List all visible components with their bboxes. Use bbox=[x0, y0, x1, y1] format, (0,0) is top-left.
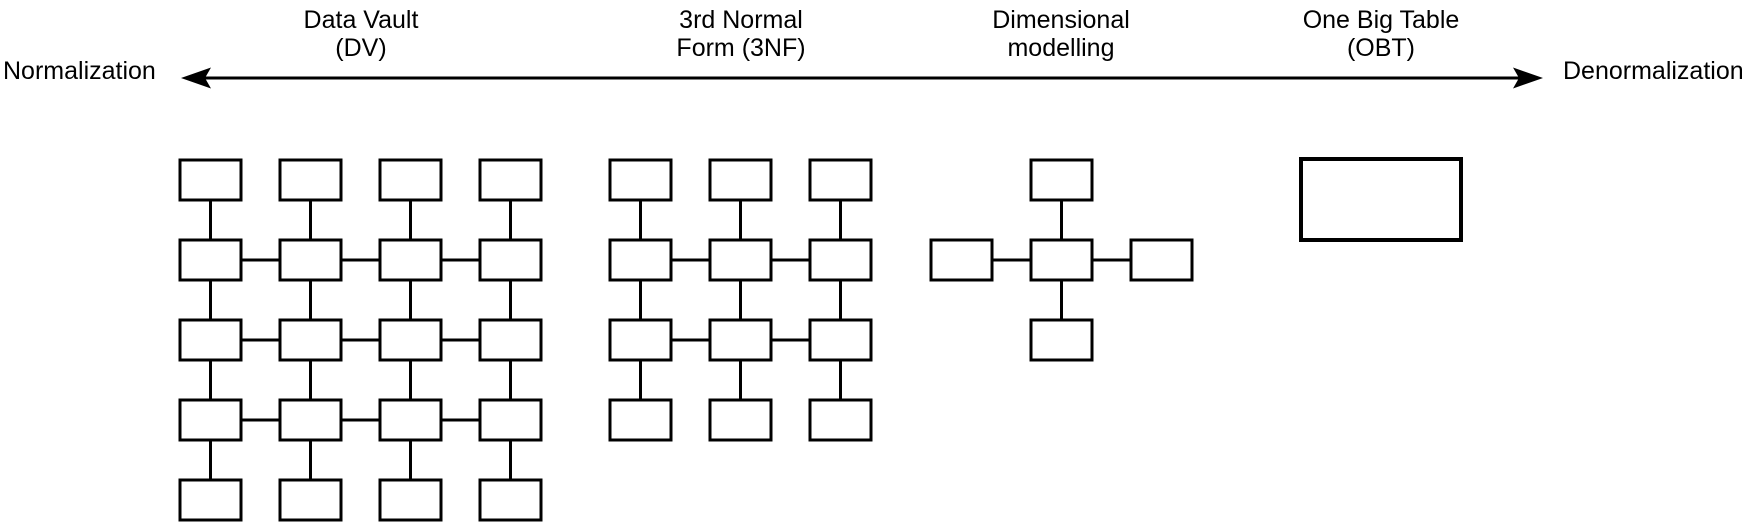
entity-box bbox=[378, 478, 443, 522]
entity-box bbox=[608, 398, 673, 442]
entity-box bbox=[1029, 318, 1094, 362]
label-dimensional-modelling: Dimensional modelling bbox=[931, 6, 1191, 62]
label-data-vault: Data Vault (DV) bbox=[231, 6, 491, 62]
entity-box bbox=[478, 398, 543, 442]
entity-box bbox=[178, 478, 243, 522]
entity-box bbox=[1029, 238, 1094, 282]
diagram-dimensional-modelling bbox=[929, 158, 1194, 362]
entity-box bbox=[608, 158, 673, 202]
entity-box bbox=[478, 318, 543, 362]
entity-box bbox=[178, 238, 243, 282]
label-one-big-table: One Big Table (OBT) bbox=[1251, 6, 1511, 62]
diagram-data-vault bbox=[178, 158, 543, 522]
label-line-1: 3rd Normal bbox=[679, 6, 803, 34]
entity-box bbox=[378, 398, 443, 442]
entity-box bbox=[708, 238, 773, 282]
entity-box bbox=[178, 158, 243, 202]
entity-box bbox=[378, 318, 443, 362]
entity-box bbox=[608, 318, 673, 362]
entity-box bbox=[1129, 238, 1194, 282]
entity-box bbox=[278, 318, 343, 362]
diagram-third-normal-form bbox=[608, 158, 873, 442]
entity-box bbox=[608, 238, 673, 282]
axis-label-normalization: Normalization bbox=[3, 57, 156, 85]
entity-box bbox=[178, 318, 243, 362]
entity-box bbox=[378, 238, 443, 282]
entity-box bbox=[708, 398, 773, 442]
entity-box bbox=[478, 158, 543, 202]
entity-box bbox=[278, 478, 343, 522]
entity-box bbox=[278, 238, 343, 282]
label-line-2: Form (3NF) bbox=[676, 34, 806, 62]
label-line-2: (DV) bbox=[335, 34, 387, 62]
entity-box bbox=[178, 398, 243, 442]
label-line-1: One Big Table bbox=[1302, 6, 1460, 34]
label-third-normal-form: 3rd Normal Form (3NF) bbox=[611, 6, 871, 62]
entity-box bbox=[808, 318, 873, 362]
arrow-head-left-icon bbox=[181, 67, 211, 89]
entity-box bbox=[278, 158, 343, 202]
entity-box bbox=[808, 238, 873, 282]
diagram-one-big-table bbox=[1299, 157, 1463, 242]
entity-box bbox=[1029, 158, 1094, 202]
label-line-1: Dimensional bbox=[992, 6, 1130, 34]
entity-box bbox=[929, 238, 994, 282]
entity-box bbox=[478, 238, 543, 282]
label-line-2: (OBT) bbox=[1346, 34, 1416, 62]
spectrum-arrow bbox=[181, 67, 1543, 89]
entity-box bbox=[278, 398, 343, 442]
axis-label-denormalization: Denormalization bbox=[1563, 57, 1742, 85]
arrow-head-right-icon bbox=[1513, 67, 1543, 89]
entity-box bbox=[808, 158, 873, 202]
entity-box bbox=[1299, 157, 1463, 242]
entity-box bbox=[808, 398, 873, 442]
entity-box bbox=[378, 158, 443, 202]
label-line-2: modelling bbox=[1007, 34, 1115, 62]
label-line-1: Data Vault bbox=[303, 6, 419, 34]
entity-box bbox=[478, 478, 543, 522]
entity-box bbox=[708, 158, 773, 202]
entity-box bbox=[708, 318, 773, 362]
